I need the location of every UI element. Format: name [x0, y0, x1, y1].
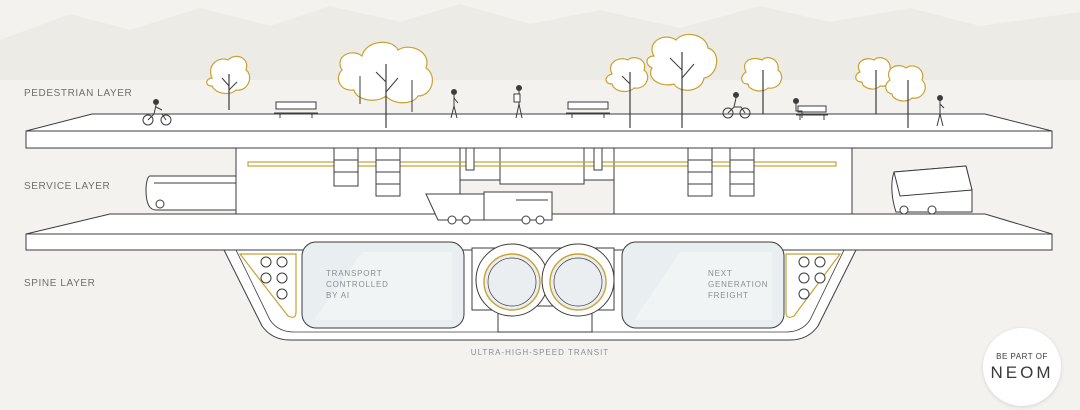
caption-line: TRANSPORT — [326, 269, 383, 278]
spine-layer — [223, 241, 857, 341]
service-vehicle-icon — [891, 165, 973, 215]
badge-tagline: BE PART OF — [996, 351, 1048, 361]
seated-person-icon — [793, 98, 803, 118]
pedestrian-layer-label: PEDESTRIAN LAYER — [24, 88, 133, 99]
utility-duct-pod — [238, 253, 297, 318]
ai-transport-caption: TRANSPORT CONTROLLED BY AI — [326, 268, 389, 301]
pedestrian-icon — [450, 89, 459, 119]
background-mountains — [0, 4, 1080, 80]
tree-icon — [646, 33, 718, 128]
bench-icon — [274, 101, 318, 118]
service-layer — [25, 147, 1053, 251]
freight-caption: NEXT GENERATION FREIGHT — [708, 268, 768, 301]
pedestrian-layer — [25, 33, 1053, 149]
neom-logo: NEOM — [990, 362, 1054, 382]
tree-icon — [741, 57, 783, 114]
pedestrian-icon — [513, 85, 523, 119]
tree-icon — [206, 55, 251, 110]
bench-icon — [796, 105, 828, 120]
neom-badge[interactable]: BE PART OF NEOM — [983, 328, 1061, 406]
cyclist-icon — [142, 99, 172, 126]
service-vehicle-icon — [145, 175, 237, 211]
caption-line: FREIGHT — [708, 291, 749, 300]
tree-icon — [885, 65, 926, 128]
pedestrian-icon — [936, 95, 945, 127]
freight-truck-icon — [425, 191, 553, 225]
cyclist-icon — [722, 92, 751, 119]
caption-line: BY AI — [326, 291, 350, 300]
service-layer-label: SERVICE LAYER — [24, 181, 111, 192]
utility-conduit — [247, 161, 837, 167]
support-column — [333, 147, 755, 197]
caption-line: GENERATION — [708, 280, 769, 289]
utility-duct-pod — [785, 253, 842, 318]
high-speed-transit-tubes — [471, 243, 615, 333]
caption-line: CONTROLLED — [326, 280, 389, 289]
transit-caption: ULTRA-HIGH-SPEED TRANSIT — [470, 348, 610, 357]
spine-layer-label: SPINE LAYER — [24, 278, 96, 289]
caption-line: NEXT — [708, 269, 733, 278]
tree-icon — [337, 41, 434, 128]
tree-icon — [605, 57, 649, 128]
bench-icon — [566, 101, 610, 118]
